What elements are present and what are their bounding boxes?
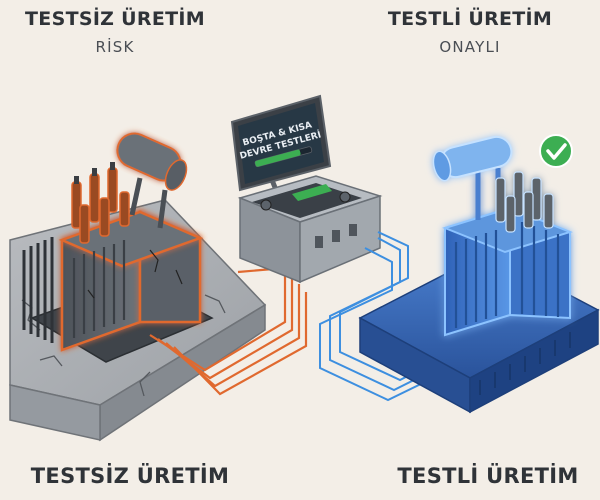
test-console: BOŞTA & KISA DEVRE TESTLERİ — [230, 94, 383, 284]
approved-subtitle: ONAYLI — [439, 38, 501, 56]
tank-cracks — [87, 249, 183, 299]
approved-cables — [319, 231, 467, 402]
tested-transformer-scene — [319, 134, 600, 414]
untested-production-footer: TESTSİZ ÜRETİM — [30, 464, 230, 488]
console-panel — [252, 183, 362, 218]
console-green-display — [292, 184, 332, 201]
tank-top — [58, 210, 204, 268]
radiator-fins-left — [22, 237, 54, 343]
bushings-blue — [495, 171, 554, 233]
bushing-caps — [74, 162, 115, 184]
console-knob-right — [339, 191, 351, 203]
monitor-progress-bar — [255, 149, 301, 167]
test-monitor: BOŞTA & KISA DEVRE TESTLERİ — [230, 94, 332, 206]
untested-transformer-scene — [9, 132, 308, 442]
base-vents — [479, 332, 571, 395]
radiator-fins-blue — [454, 222, 560, 328]
console-knob-left — [260, 199, 272, 211]
check-circle-icon — [539, 134, 573, 168]
concrete-slab-side — [9, 384, 101, 441]
radiator-fins-front — [72, 240, 126, 338]
untested-transformer — [22, 132, 214, 363]
tested-production-title: TESTLİ ÜRETİM — [387, 8, 553, 30]
risk-subtitle: RİSK — [95, 38, 135, 56]
base-platform-side — [469, 308, 599, 414]
untested-production-title: TESTSİZ ÜRETİM — [25, 8, 205, 30]
conservator-tank-blue — [432, 135, 513, 220]
tested-production-footer: TESTLİ ÜRETİM — [397, 464, 579, 488]
console-ports — [315, 224, 357, 248]
tested-transformer — [432, 135, 574, 337]
conservator-tank — [116, 132, 188, 229]
